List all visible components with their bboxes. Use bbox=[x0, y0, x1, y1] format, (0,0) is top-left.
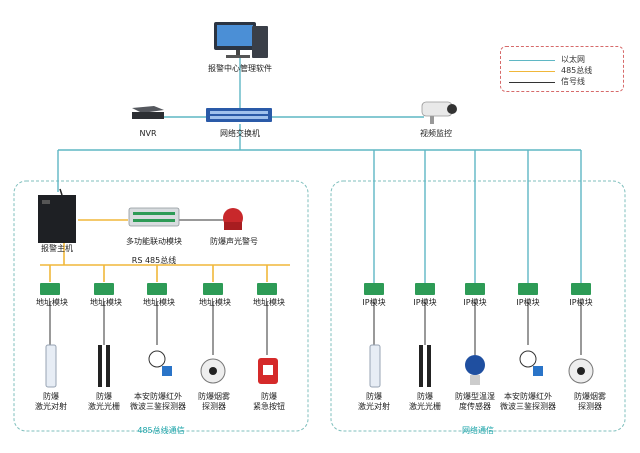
network-switch-icon bbox=[206, 108, 272, 122]
ip-modules bbox=[364, 283, 591, 295]
rs485-bus-lines bbox=[40, 219, 290, 282]
address-module-label: 地址模块 bbox=[199, 298, 231, 307]
device-label: 防爆激光对射 bbox=[358, 392, 390, 411]
host-label: 报警主机 bbox=[41, 244, 73, 253]
device-label: 防爆型温湿度传感器 bbox=[455, 392, 495, 411]
ip-module-label: IP模块 bbox=[463, 298, 487, 307]
laser-grating-icon bbox=[419, 345, 431, 387]
address-module-label: 地址模块 bbox=[253, 298, 285, 307]
laser-grating-icon bbox=[98, 345, 110, 387]
device-label: 防爆烟雾探测器 bbox=[574, 392, 606, 411]
ethernet-links bbox=[57, 55, 582, 286]
signal-lines bbox=[49, 219, 582, 355]
device-label: 防爆激光光栅 bbox=[88, 392, 120, 411]
alarm-host-icon bbox=[38, 188, 76, 243]
legend-ethernet: 以太网 bbox=[509, 55, 619, 65]
ip-module-label: IP模块 bbox=[362, 298, 386, 307]
ip-module-label: IP模块 bbox=[569, 298, 593, 307]
address-modules bbox=[40, 283, 277, 295]
nvr-label: NVR bbox=[139, 129, 157, 138]
switch-label: 网络交换机 bbox=[220, 129, 260, 138]
network-group-panel bbox=[330, 180, 626, 432]
address-module-label: 地址模块 bbox=[36, 298, 68, 307]
emergency-button-icon bbox=[258, 358, 278, 384]
rs485-group-caption: 485总线通信 bbox=[137, 426, 185, 435]
address-module-label: 地址模块 bbox=[143, 298, 175, 307]
device-label: 防爆激光对射 bbox=[35, 392, 67, 411]
legend-rs485: 485总线 bbox=[509, 66, 619, 76]
temp-humidity-sensor-icon bbox=[465, 355, 485, 385]
device-label: 本安防爆红外微波三鉴探测器 bbox=[500, 392, 556, 411]
camera-icon bbox=[421, 101, 457, 124]
smoke-detector-icon bbox=[200, 358, 226, 384]
device-label: 防爆烟雾探测器 bbox=[198, 392, 230, 411]
bus-label: RS 485总线 bbox=[131, 256, 177, 265]
linkage-module-icon bbox=[128, 207, 180, 227]
laser-beam-icon bbox=[45, 344, 57, 388]
device-label: 本安防爆红外微波三鉴探测器 bbox=[130, 392, 186, 411]
device-label: 防爆激光光栅 bbox=[409, 392, 441, 411]
legend-box: 以太网 485总线 信号线 bbox=[500, 46, 624, 92]
address-module-label: 地址模块 bbox=[90, 298, 122, 307]
ip-module-label: IP模块 bbox=[413, 298, 437, 307]
legend-signal: 信号线 bbox=[509, 77, 619, 87]
software-label: 报警中心管理软件 bbox=[208, 64, 272, 73]
linkage-label: 多功能联动模块 bbox=[126, 237, 182, 246]
computer-icon bbox=[214, 22, 268, 58]
device-label: 防爆紧急按钮 bbox=[253, 392, 285, 411]
laser-beam-icon bbox=[369, 344, 381, 388]
triple-detector-icon bbox=[519, 350, 543, 376]
triple-detector-icon bbox=[148, 350, 172, 376]
ip-module-label: IP模块 bbox=[516, 298, 540, 307]
siren-icon bbox=[223, 208, 243, 230]
network-group-caption: 网络通信 bbox=[462, 426, 494, 435]
siren-label: 防爆声光警号 bbox=[210, 237, 258, 246]
smoke-detector-icon bbox=[568, 358, 594, 384]
nvr-icon bbox=[132, 106, 164, 119]
rs485-group-panel bbox=[13, 180, 309, 432]
camera-label: 视频监控 bbox=[420, 129, 452, 138]
